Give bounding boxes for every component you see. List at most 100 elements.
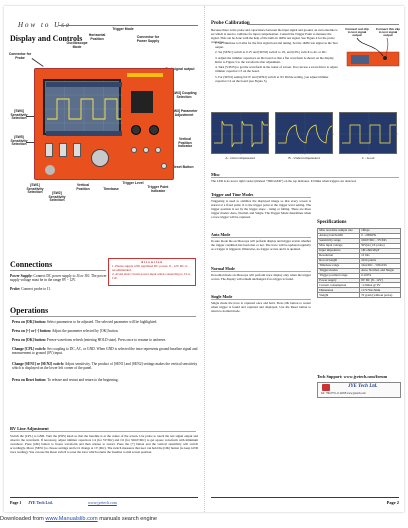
scope-caption: A - Overcompensated [225, 156, 255, 160]
op-label: Press on [+] or [-] button: [12, 329, 52, 333]
download-prefix: Downloaded from [0, 516, 46, 522]
board-label-sw2: [SW2] Sensitivity Selection [48, 191, 66, 203]
attention-box: Attention 1. Please supply with regulate… [108, 258, 196, 286]
section-rule [10, 431, 196, 432]
tech-contact: Tel: +86-0755-11 22058 www.jyetech.com [321, 392, 366, 395]
reset-button[interactable] [161, 163, 167, 169]
power-supply-row: Power Supply: Connect DC power supply to… [10, 274, 110, 283]
minus-button[interactable] [143, 147, 149, 153]
power-supply-label: Power Supply: [10, 274, 33, 278]
page-2: Probe Calibration Because there is the p… [204, 6, 404, 512]
scope-image-undercompensated [275, 112, 334, 155]
op-text: Set coupling to DC, AC, or GND. When GND… [12, 347, 198, 356]
how-to-use-heading: How to Use [18, 21, 72, 29]
specifications-title: Specifications [317, 220, 347, 225]
waveform-display [45, 81, 123, 137]
op-text: Adjust the parameter selected by [OK] bu… [51, 329, 119, 333]
probe-connection-drawing [346, 38, 400, 67]
attention-title: Attention [140, 260, 164, 264]
op-row: Change [CPL] switch: Set coupling to DC,… [12, 347, 198, 356]
section-rule [211, 177, 399, 178]
sw-cpl[interactable] [73, 143, 81, 157]
board-label-sw1: [SW1] Sensitivity Selection [26, 183, 44, 195]
scope-caption: B - Undercompensated [288, 156, 320, 160]
sw-sen2[interactable] [59, 143, 67, 157]
scope-image-good [339, 112, 398, 155]
single-mode-text: Single mode the trace is captured once a… [211, 301, 311, 313]
op-text: Select parameters to be adjusted. The se… [46, 320, 158, 324]
tech-support-title: Tech Support: www.jyetech.com/forum [317, 374, 388, 379]
board-label-trigger-point: Trigger Point Indicator [147, 185, 169, 193]
page-footer: Page 1 JYE Tech Ltd. www.jyetech.com [10, 497, 198, 505]
cap-c4 [131, 125, 141, 135]
company-url[interactable]: www.jyetech.com [88, 499, 117, 505]
board-label-reset: Reset Button [172, 165, 194, 169]
page-1: How to Use Display and Controls Oscillos… [4, 6, 204, 512]
board-label-sw4: [SW4] Sensitivity Selection [10, 109, 28, 121]
bv-adjust-text: Switch the [CPL] to GND. Turn the [POS] … [10, 434, 198, 454]
op-label: Change [SEN1] or [SEN2] switch: [12, 362, 65, 366]
download-footer: Downloaded from www.Manualslib.com manua… [0, 516, 157, 522]
probe-pic-label-ground: Connect red clip to test signal output [345, 27, 369, 38]
operations-title: Operations [10, 306, 49, 315]
board-label-horizontal: Horizontal Position [88, 33, 106, 41]
probe-step: 3. Adjust the trimmer capacitors on the … [215, 55, 335, 64]
board-label-trigger-mode: Trigger Mode [112, 27, 134, 31]
normal-mode-title: Normal Mode [211, 266, 235, 271]
trigger-text: Triggering is used to stabilize the disp… [211, 199, 311, 219]
display-controls-title: Display and Controls [10, 34, 83, 43]
scope-caption: C - Good [361, 156, 375, 160]
attention-line: 2. Avoid short circuit power input when … [112, 271, 191, 280]
spec-key: Weight [317, 292, 360, 299]
board-label-timebase: Timebase [103, 187, 119, 191]
board-label-sw3: [SW3] Coupling Selection [171, 91, 197, 99]
plus-button[interactable] [131, 147, 137, 153]
bv-adjust-title: BV Line Adjustment [10, 426, 49, 431]
op-label: Press on [OK] button: [12, 320, 46, 324]
tech-company: JYE Tech Ltd. [348, 384, 378, 389]
header-pins [127, 73, 163, 77]
op-row: Change [SEN1] or [SEN2] switch: Adjust s… [12, 362, 198, 371]
probe-step: 2. Set [SEN1] switch to 0.1V and [SEN2] … [215, 50, 328, 55]
company-logo-icon [322, 384, 330, 391]
good-waveform [340, 113, 398, 155]
section-rule [211, 271, 311, 272]
auto-mode-title: Auto Mode [211, 232, 231, 237]
op-label: Change [CPL] switch: [12, 347, 47, 351]
section-rule [211, 237, 311, 238]
op-row: Press on [OK] button: Select parameters … [12, 320, 198, 324]
board-label-vertical-indicator: Vertical Position Indicator [177, 137, 193, 149]
board-label-connector-probe: Connector for Probe [8, 52, 32, 60]
op-row: Press on Reset button: To release and re… [12, 378, 198, 382]
leader-line [26, 142, 36, 143]
board-label-test-signal: Test signal output [165, 67, 195, 71]
attention-line: 1. Please supply with regulated DC power… [112, 263, 188, 272]
power-supply-text: Connect DC power supply to J4 or J10. Th… [10, 274, 107, 283]
page-footer: Page 2 [211, 497, 399, 505]
leader-line [26, 116, 36, 117]
leader-line [31, 58, 44, 67]
single-mode-title: Single Mode [211, 294, 233, 299]
scope-image-overcompensated [211, 112, 270, 155]
op-text: Adjust sensitivity. The product of [SEN1… [12, 362, 198, 371]
op-row: Press on [+] or [-] button: Adjust the p… [12, 329, 198, 333]
download-suffix: manuals search engine [97, 516, 158, 522]
board-label-sw5: [SW5] Sensitivity Selection [10, 135, 28, 147]
probe-step: 4. Turn [V.POS] to get the waveform in t… [215, 65, 338, 74]
vpos-knob[interactable] [91, 149, 109, 167]
probe-calibration-title: Probe Calibration [211, 21, 250, 26]
op-text: To release and restart and return to the… [47, 378, 119, 382]
normal-mode-text: In normal mode oscilloscope will perform… [211, 273, 311, 281]
manualslib-link[interactable]: www.Manualslib.com [45, 516, 98, 522]
overcompensated-waveform [212, 113, 270, 155]
sw-sen1[interactable] [45, 143, 53, 157]
section-rule [211, 197, 311, 198]
probe-connection-picture: Connect red clip to test signal output C… [345, 27, 401, 68]
ok-button[interactable] [155, 147, 161, 153]
section-rule [10, 270, 106, 271]
lcd-screen [43, 79, 123, 137]
auto-mode-text: In auto mode the oscilloscope will perfo… [211, 239, 311, 251]
mcu-chip [131, 91, 153, 113]
